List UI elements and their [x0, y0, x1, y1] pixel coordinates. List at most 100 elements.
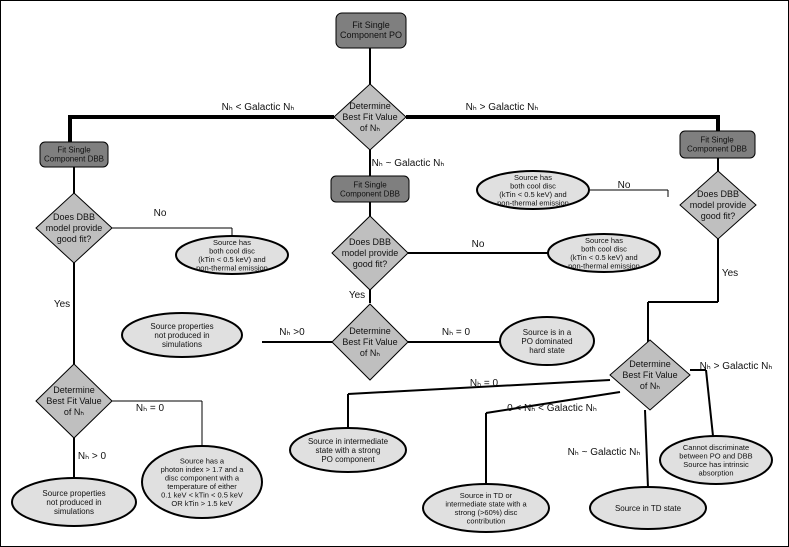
node-line: Best Fit Value — [622, 370, 677, 380]
node-line: model provide — [690, 200, 747, 210]
node-line: Fit Single — [700, 135, 734, 144]
node-line: temperature of either — [167, 482, 237, 491]
edge-label-nh-greater-gal-right: Nₕ > Galactic Nₕ — [700, 361, 773, 372]
ellipse-cool-right — [476, 170, 590, 210]
node-line: both cool disc — [209, 246, 255, 255]
node-line: Source is in a — [523, 328, 572, 337]
node-line: non-thermal emission — [568, 261, 640, 270]
node-line: simulations — [54, 507, 94, 516]
node-line: of Nₕ — [360, 123, 381, 133]
edge-labels: Nₕ < Galactic Nₕ Nₕ > Galactic Nₕ Nₕ ~ Gal… — [54, 102, 773, 462]
node-line: PO component — [321, 455, 375, 464]
node-line: both cool disc — [510, 181, 556, 190]
edge-label-nh-gt0-left: Nₕ > 0 — [78, 451, 107, 462]
ellipse-cannot — [659, 435, 773, 485]
ellipse-td-state — [589, 486, 707, 530]
node-line: Source in TD or — [460, 491, 513, 500]
node-line: (kTin < 0.5 keV) and — [570, 253, 637, 262]
node-line: Fit Single — [352, 20, 390, 30]
ellipse-td-or-int — [422, 483, 550, 533]
diamond-dbb-q-right — [679, 170, 757, 240]
node-line: Source has — [213, 238, 251, 247]
node-line: Does DBB — [697, 189, 739, 199]
node-line: not produced in — [154, 331, 209, 340]
edge-label-nh-approx-gal-right: Nₕ ~ Galactic Nₕ — [568, 447, 641, 458]
node-line: non-thermal emission — [497, 198, 569, 207]
node-line: photon index > 1.7 and a — [161, 465, 245, 474]
node-line: Component PO — [340, 30, 402, 40]
node-line: Determine — [629, 359, 671, 369]
outcome-ellipses — [11, 170, 773, 533]
edge-label-no-right: No — [618, 180, 631, 191]
node-line: intermediate state with a — [445, 499, 527, 508]
node-line: Component DBB — [340, 189, 400, 198]
ellipse-po-hard — [499, 316, 595, 366]
node-line: PO dominated — [521, 337, 572, 346]
node-line: both cool disc — [581, 244, 627, 253]
box-fit-dbb-left — [39, 141, 109, 168]
node-line: OR kTin > 1.5 keV — [171, 499, 232, 508]
edge-label-yes-mid: Yes — [349, 290, 365, 301]
node-line: between PO and DBB — [679, 451, 752, 460]
node-line: good fit? — [57, 234, 92, 244]
node-line: (kTin < 0.5 keV) and — [198, 255, 265, 264]
node-line: non-thermal emission — [196, 263, 268, 272]
node-line: Fit Single — [353, 180, 387, 189]
edge-label-nh-eq0-left: Nₕ = 0 — [136, 403, 165, 414]
node-line: of Nₕ — [64, 407, 85, 417]
node-line: Best Fit Value — [46, 396, 101, 406]
node-line: state with a strong — [316, 446, 381, 455]
node-line: not produced in — [46, 498, 101, 507]
node-line: good fit? — [353, 259, 388, 269]
edge-label-nh-approx-gal-top: Nₕ ~ Galactic Nₕ — [372, 158, 445, 169]
edge-label-nh-eq0-right: Nₕ = 0 — [470, 378, 499, 389]
edge-label-nh-between-right: 0 < Nₕ < Galactic Nₕ — [507, 403, 597, 414]
node-line: Source in TD state — [615, 504, 682, 513]
edge-detright-approx — [644, 409, 649, 489]
decision-diamonds — [35, 83, 757, 439]
diamond-det-right — [609, 339, 691, 411]
node-line: Source has — [585, 236, 623, 245]
node-line: Best Fit Value — [342, 112, 397, 122]
node-line: Does DBB — [53, 212, 95, 222]
edge-label-no-mid: No — [472, 239, 485, 250]
ellipse-cool-mid — [547, 233, 661, 273]
node-line: 0.1 keV < kTin < 0.5 keV — [161, 490, 243, 499]
box-fit-po — [335, 12, 407, 49]
node-line: model provide — [46, 223, 103, 233]
node-line: hard state — [529, 346, 565, 355]
node-line: Determine — [53, 385, 95, 395]
node-line: Source properties — [150, 322, 213, 331]
box-fit-dbb-right — [679, 130, 756, 159]
node-line: Does DBB — [349, 237, 391, 247]
edge-label-nh-less-gal: Nₕ < Galactic Nₕ — [222, 102, 295, 113]
connectors — [68, 48, 720, 489]
ellipse-photon-index — [141, 445, 263, 519]
node-line: Source has — [514, 173, 552, 182]
edge-label-nh-greater-gal-top: Nₕ > Galactic Nₕ — [466, 102, 539, 113]
node-line: (kTin < 0.5 keV) and — [499, 190, 566, 199]
edge-detright-eq0 — [347, 379, 611, 395]
diamond-dbb-q-mid — [331, 215, 409, 291]
node-line: model provide — [342, 248, 399, 258]
diamond-det-top — [333, 83, 407, 151]
diamond-dbb-q-left — [35, 192, 113, 264]
node-line: Source has intrinsic — [683, 460, 749, 469]
ellipse-intermediate — [289, 427, 407, 473]
